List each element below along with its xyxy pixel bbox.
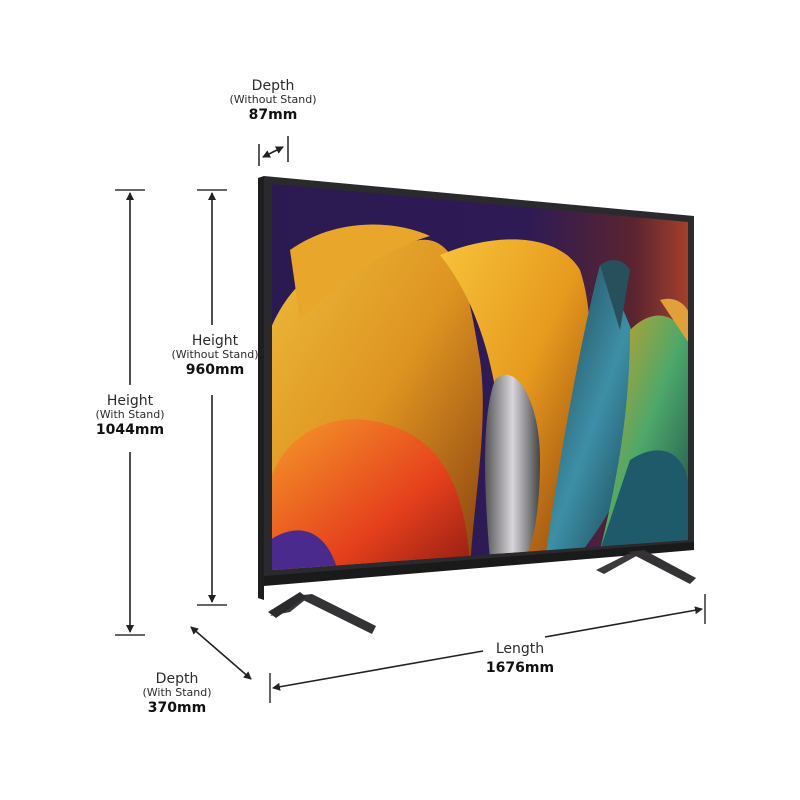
tv-side-edge: [258, 176, 264, 600]
depth-without-stand-title: Depth: [251, 78, 295, 94]
height-with-stand-indicator: [115, 189, 145, 636]
tv-screen: [272, 184, 688, 570]
height-with-stand-title: Height: [106, 393, 154, 409]
length-label: Length 1676mm: [470, 641, 570, 676]
depth-with-stand-title: Depth: [155, 671, 199, 687]
depth-without-stand-label: Depth (Without Stand) 87mm: [213, 78, 333, 123]
depth-without-stand-indicator: [258, 136, 289, 166]
height-without-stand-label: Height (Without Stand) 960mm: [155, 333, 275, 378]
depth-with-stand-subtitle: (With Stand): [142, 686, 212, 700]
length-value: 1676mm: [485, 660, 555, 677]
height-without-stand-subtitle: (Without Stand): [171, 348, 259, 362]
height-without-stand-value: 960mm: [185, 361, 245, 378]
depth-without-stand-subtitle: (Without Stand): [229, 93, 317, 107]
height-without-stand-title: Height: [191, 333, 239, 349]
length-indicator: [269, 594, 706, 703]
length-title: Length: [495, 641, 545, 657]
depth-without-stand-value: 87mm: [248, 106, 298, 123]
height-with-stand-value: 1044mm: [95, 421, 165, 438]
depth-with-stand-indicator: [190, 626, 252, 680]
tv-stand-left: [268, 592, 376, 634]
height-without-stand-indicator: [197, 189, 227, 606]
height-with-stand-subtitle: (With Stand): [95, 408, 165, 422]
height-with-stand-label: Height (With Stand) 1044mm: [75, 393, 185, 438]
tv-body: [258, 176, 694, 600]
tv-bottom-bezel: [264, 542, 694, 586]
tv-stand-right: [596, 550, 696, 584]
depth-with-stand-label: Depth (With Stand) 370mm: [122, 671, 232, 716]
depth-with-stand-value: 370mm: [147, 699, 207, 716]
